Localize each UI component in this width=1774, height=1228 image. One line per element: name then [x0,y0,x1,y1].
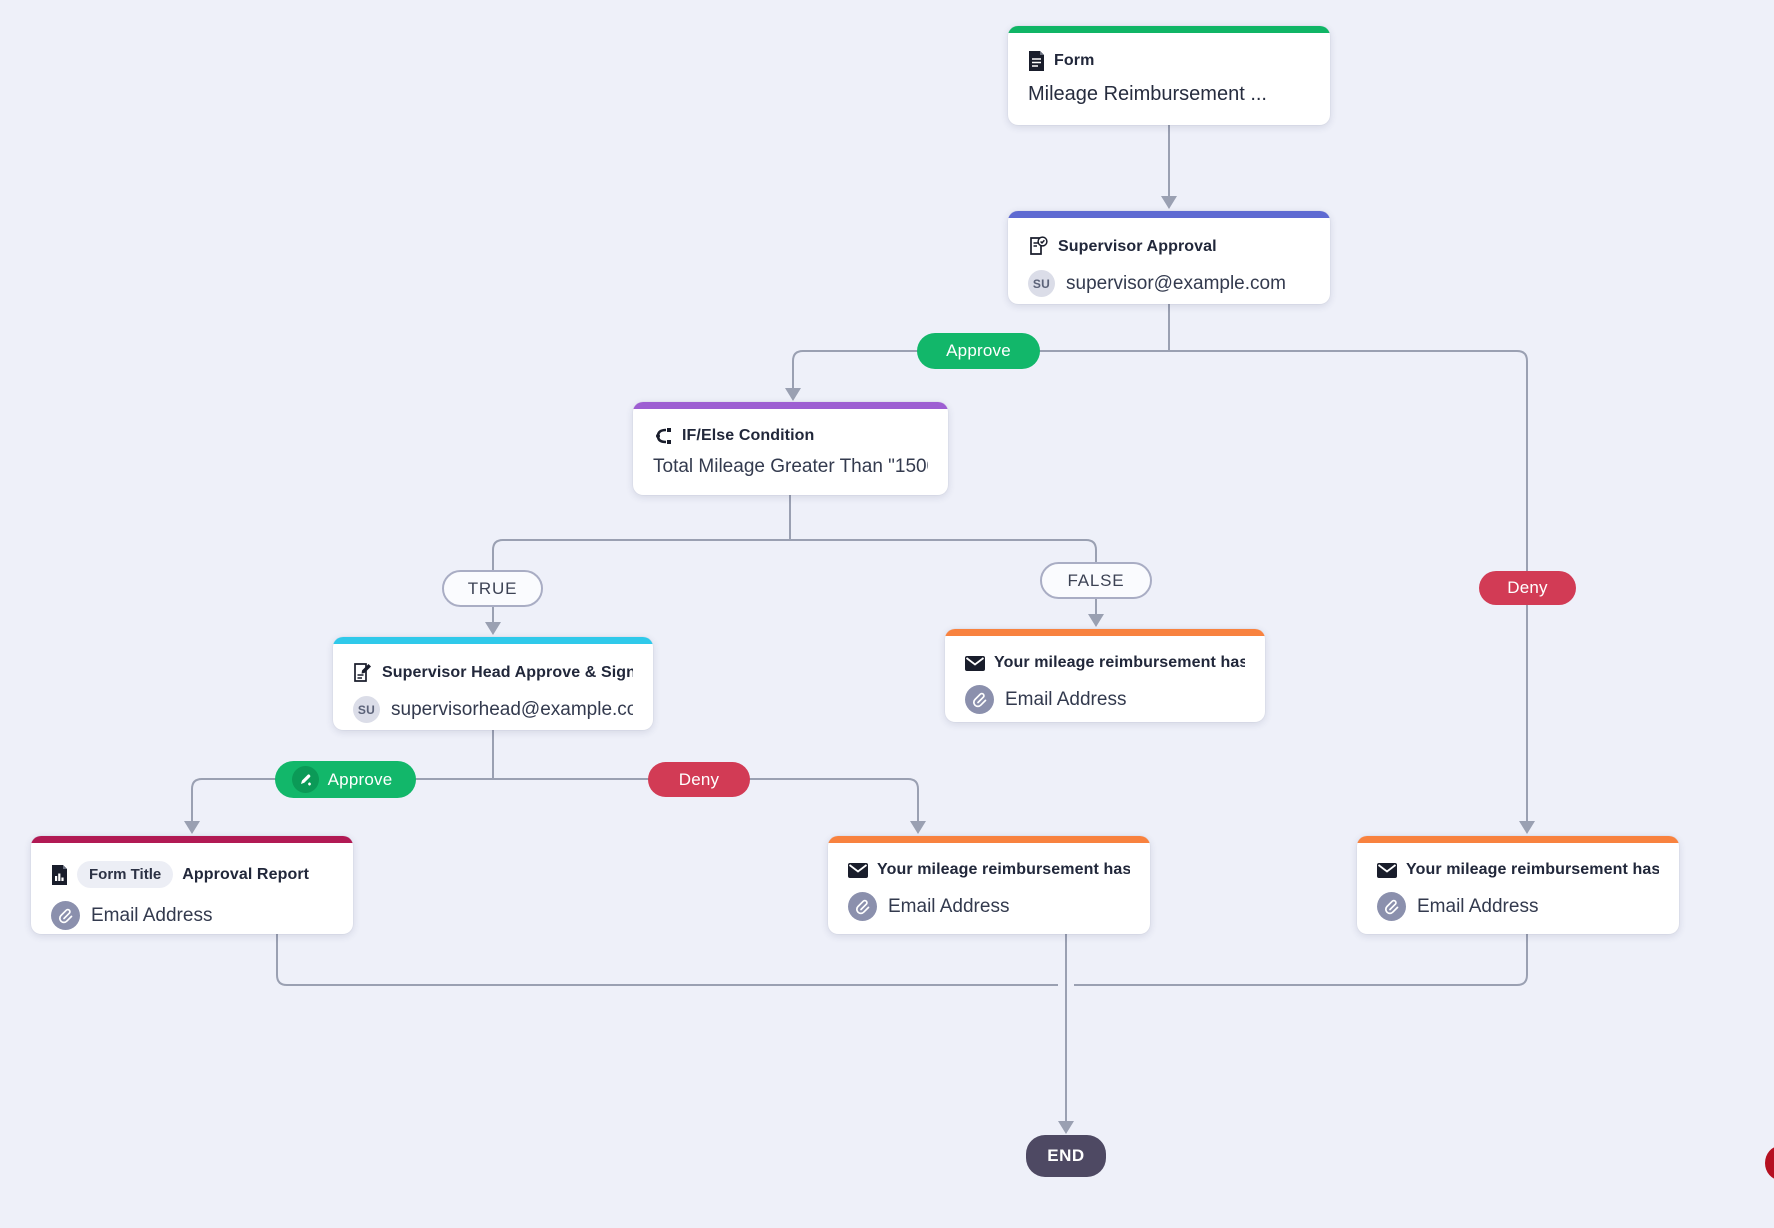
branch-pill-deny-head[interactable]: Deny [648,762,750,797]
attachment-field-label: Email Address [888,895,1010,917]
form-node-title: Mileage Reimbursement ... [1028,83,1267,105]
envelope-icon [848,862,868,878]
attachment-link-icon [965,685,994,714]
report-title: Approval Report [182,865,310,883]
form-document-icon [1028,51,1045,71]
assignee-avatar: SU [353,696,380,723]
condition-summary: Total Mileage Greater Than "1500" [653,456,928,477]
supervisor-head-approval-node[interactable]: Supervisor Head Approve & Sign SU superv… [333,637,653,730]
end-node[interactable]: END [1026,1135,1106,1177]
supervisor-approval-title: Supervisor Approval [1058,237,1217,255]
assignee-avatar: SU [1028,270,1055,297]
attachment-field-label: Email Address [1417,895,1539,917]
branch-pill-true[interactable]: TRUE [442,570,543,607]
report-document-icon [51,864,68,885]
assignee-email: supervisor@example.com [1066,272,1286,294]
arrowheads [184,196,1535,1134]
attachment-link-icon [51,901,80,930]
email-node-deny-head-branch[interactable]: Your mileage reimbursement has b Email A… [828,836,1150,934]
approval-clipboard-check-icon [1028,236,1049,257]
email-node-false-branch[interactable]: Your mileage reimbursement has b Email A… [945,629,1265,722]
form-node[interactable]: Form Mileage Reimbursement ... [1008,26,1330,125]
assignee-email: supervisorhead@example.co... [391,698,633,720]
attachment-field-label: Email Address [1005,688,1127,710]
branch-pill-approve-head-label: Approve [327,769,393,789]
email-subject: Your mileage reimbursement has b [877,861,1130,878]
email-subject: Your mileage reimbursement has b [1406,861,1659,878]
attachment-link-icon [848,892,877,921]
if-else-title: IF/Else Condition [682,427,815,444]
supervisor-approval-node[interactable]: Supervisor Approval SU supervisor@exampl… [1008,211,1330,304]
supervisor-head-title: Supervisor Head Approve & Sign [382,663,633,681]
branch-condition-icon [653,427,673,445]
envelope-icon [1377,862,1397,878]
sign-document-icon [353,662,373,683]
envelope-icon [965,655,985,671]
attachment-field-label: Email Address [91,904,213,926]
branch-pill-approve-supervisor[interactable]: Approve [917,333,1040,369]
form-node-kind: Form [1054,52,1095,69]
if-else-condition-node[interactable]: IF/Else Condition Total Mileage Greater … [633,402,948,495]
email-node-deny-supervisor-branch[interactable]: Your mileage reimbursement has b Email A… [1357,836,1679,934]
sign-pen-icon [291,766,319,793]
edge-clipped-red-dot [1765,1146,1774,1180]
form-title-tag: Form Title [77,861,174,888]
email-subject: Your mileage reimbursement has b [994,654,1245,671]
approval-report-node[interactable]: Form Title Approval Report Email Address [31,836,353,934]
branch-pill-approve-head[interactable]: Approve [275,761,416,798]
branch-pill-false[interactable]: FALSE [1040,562,1152,599]
branch-pill-deny-supervisor[interactable]: Deny [1479,571,1576,605]
attachment-link-icon [1377,892,1406,921]
